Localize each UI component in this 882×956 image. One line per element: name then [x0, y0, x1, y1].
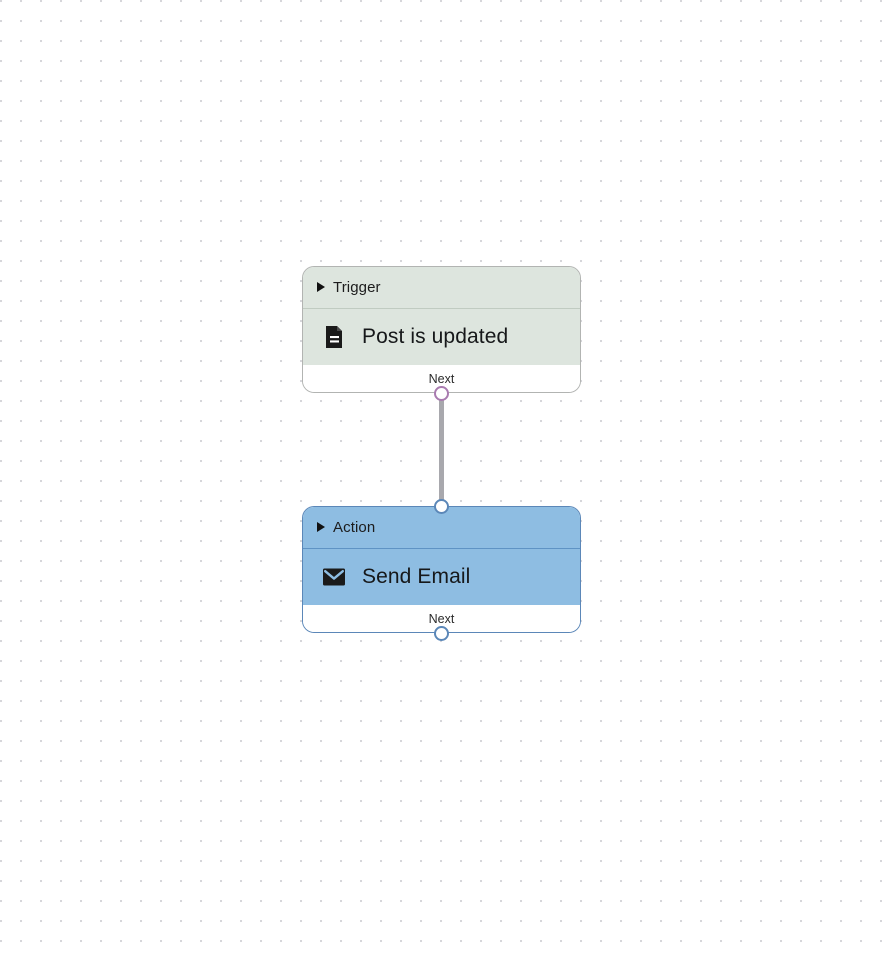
node-action-header[interactable]: Action	[303, 507, 580, 549]
envelope-icon	[321, 564, 347, 590]
node-trigger-title: Post is updated	[362, 324, 509, 348]
node-action-next-label: Next	[428, 611, 455, 626]
node-trigger-footer: Next	[303, 365, 580, 392]
port-trigger-next-output[interactable]	[434, 385, 449, 401]
port-action-next-output[interactable]	[434, 625, 449, 641]
node-trigger-body[interactable]: Post is updated	[303, 308, 580, 366]
node-trigger-type-label: Trigger	[333, 278, 381, 296]
node-action-type-label: Action	[333, 518, 376, 536]
document-icon	[321, 324, 347, 350]
node-trigger-inner: Trigger Post is updated Next	[302, 266, 581, 393]
node-action-inner: Action Send Email Next	[302, 506, 581, 633]
collapse-caret-icon[interactable]	[317, 282, 325, 293]
node-action-title: Send Email	[362, 564, 471, 588]
node-action[interactable]: Action Send Email Next	[302, 498, 581, 641]
node-action-body[interactable]: Send Email	[303, 548, 580, 606]
node-trigger-next-label: Next	[428, 371, 455, 386]
node-trigger-header[interactable]: Trigger	[303, 267, 580, 309]
collapse-caret-icon[interactable]	[317, 522, 325, 533]
port-action-input[interactable]	[434, 498, 449, 514]
node-trigger[interactable]: Trigger Post is updated Next	[302, 266, 581, 401]
